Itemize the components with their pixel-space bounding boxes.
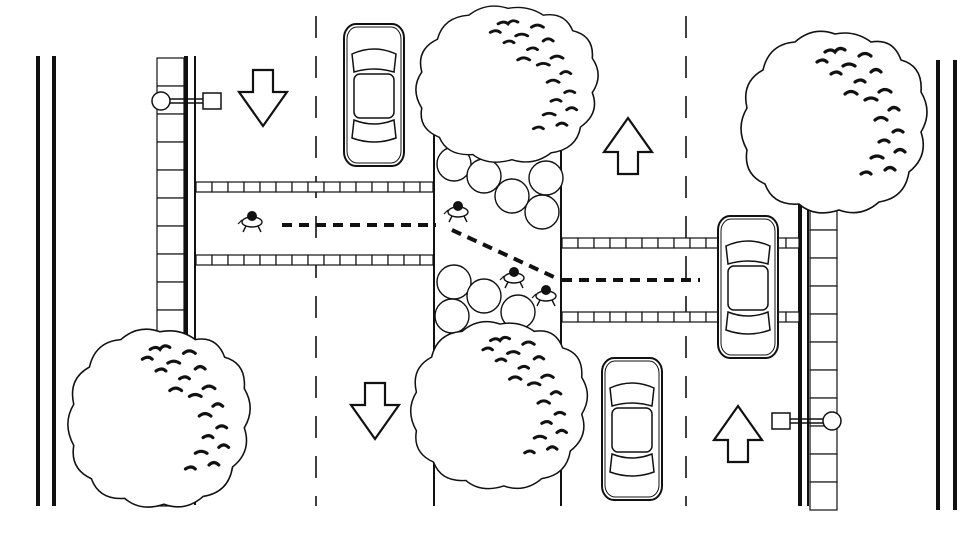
paving-tile xyxy=(809,313,838,343)
paving-tile xyxy=(809,341,838,371)
paving-tile xyxy=(156,225,185,255)
paving-tile xyxy=(323,254,341,266)
paving-tile xyxy=(387,181,405,193)
tree-icon xyxy=(415,5,599,163)
paving-tile xyxy=(195,254,213,266)
paving-tile xyxy=(387,254,405,266)
left-property-lines xyxy=(36,56,56,506)
paving-tile xyxy=(625,311,643,323)
paving-tile xyxy=(689,311,707,323)
crosswalk-left xyxy=(195,181,434,266)
paving-tile xyxy=(195,181,213,193)
paving-tile xyxy=(641,311,659,323)
paving-tile xyxy=(371,181,389,193)
pedestrian-icon xyxy=(237,210,263,233)
paving-tile xyxy=(371,254,389,266)
tree-icon xyxy=(67,328,251,508)
arrow-up-icon xyxy=(712,404,764,464)
pedestrian-icon xyxy=(531,284,557,307)
paving-tile xyxy=(156,57,185,87)
paving-tile xyxy=(419,181,434,193)
paving-tile xyxy=(561,237,579,249)
paving-tile xyxy=(291,181,309,193)
paving-tile xyxy=(156,141,185,171)
paving-tile xyxy=(593,311,611,323)
paving-tile xyxy=(625,237,643,249)
paving-tile xyxy=(403,254,421,266)
paving-tile xyxy=(809,285,838,315)
paving-tile xyxy=(809,257,838,287)
paving-tile xyxy=(307,181,325,193)
paving-tile xyxy=(355,181,373,193)
arrow-up-icon xyxy=(602,116,654,176)
paving-tile xyxy=(156,281,185,311)
paving-tile xyxy=(339,181,357,193)
paving-tile xyxy=(355,254,373,266)
arrow-down-icon xyxy=(237,68,289,128)
paving-tile xyxy=(211,181,229,193)
paving-tile xyxy=(809,369,838,399)
paving-tile xyxy=(809,481,838,511)
paving-tile xyxy=(657,311,675,323)
pedestrian-icon xyxy=(443,200,469,223)
paving-tile xyxy=(156,169,185,199)
paving-tile xyxy=(275,181,293,193)
paving-tile xyxy=(259,181,277,193)
paving-tile xyxy=(673,237,691,249)
car-icon xyxy=(717,215,779,359)
paving-tile xyxy=(156,253,185,283)
paving-tile xyxy=(275,254,293,266)
paving-tile xyxy=(307,254,325,266)
paving-tile xyxy=(593,237,611,249)
paving-tile xyxy=(419,254,434,266)
car-icon xyxy=(601,357,663,501)
paving-tile xyxy=(689,237,707,249)
right-property-lines xyxy=(936,60,957,510)
paving-tile xyxy=(561,311,579,323)
paving-tile xyxy=(577,237,595,249)
paving-tile xyxy=(227,254,245,266)
paving-tile xyxy=(211,254,229,266)
paving-tile xyxy=(156,113,185,143)
paving-tile xyxy=(156,197,185,227)
pedestrian-icon xyxy=(499,266,525,289)
paving-tile xyxy=(809,453,838,483)
walk-path-median xyxy=(451,228,557,280)
paving-tile xyxy=(641,237,659,249)
tree-icon xyxy=(409,320,589,490)
paving-tile xyxy=(403,181,421,193)
paving-tile xyxy=(609,311,627,323)
paving-tile xyxy=(809,229,838,259)
paving-tile xyxy=(339,254,357,266)
paving-tile xyxy=(323,181,341,193)
paving-tile xyxy=(291,254,309,266)
paving-tile xyxy=(673,311,691,323)
paving-tile xyxy=(227,181,245,193)
paving-tile xyxy=(609,237,627,249)
arrow-down-icon xyxy=(349,381,401,441)
paving-tile xyxy=(657,237,675,249)
street-lamp-icon xyxy=(771,411,842,431)
paving-tile xyxy=(243,181,261,193)
paving-tile xyxy=(259,254,277,266)
paving-tile xyxy=(785,311,800,323)
paving-tile xyxy=(785,237,800,249)
paving-tile xyxy=(243,254,261,266)
car-icon xyxy=(343,23,405,167)
paving-tile xyxy=(577,311,595,323)
tree-icon xyxy=(740,30,928,214)
